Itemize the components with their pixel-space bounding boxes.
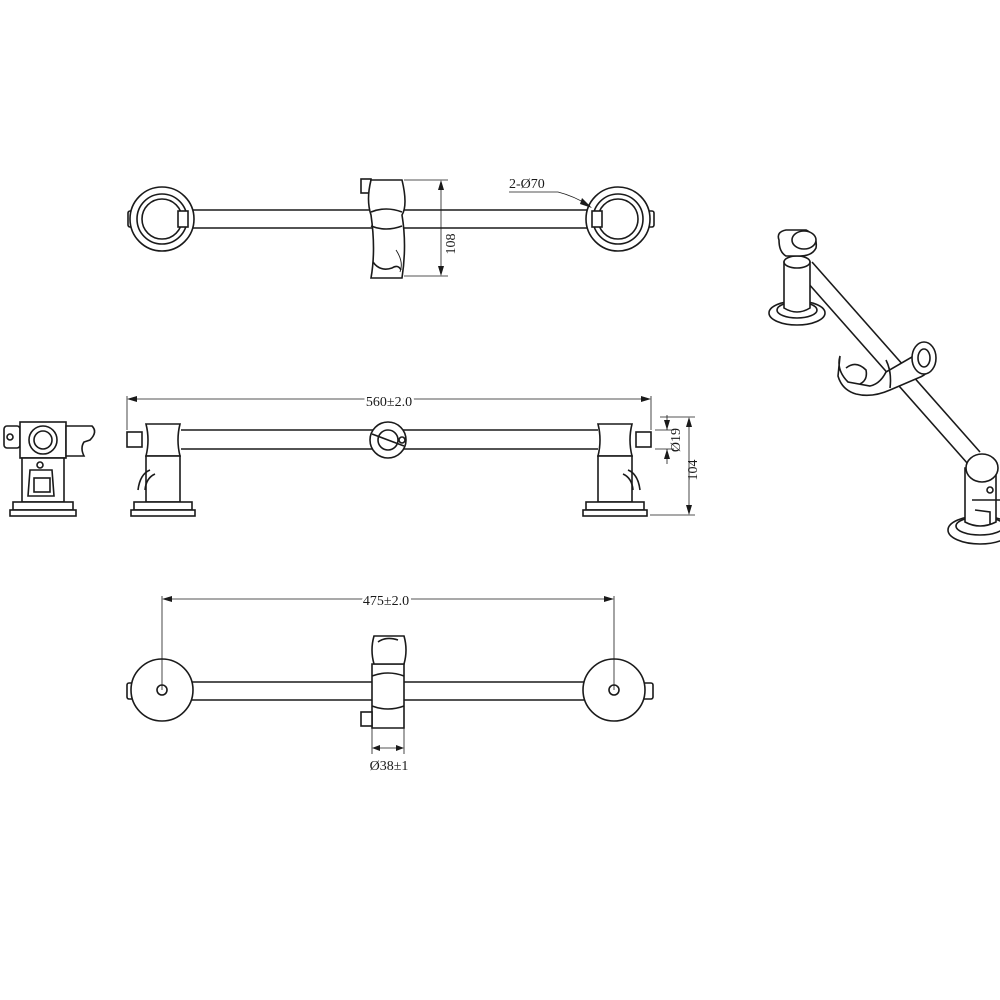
top-view: 108 2-Ø70 bbox=[127, 177, 655, 279]
bottom-view-slider bbox=[360, 635, 407, 729]
bottom-view: 475±2.0 Ø38±1 bbox=[126, 592, 654, 774]
dim-label-108: 108 bbox=[444, 234, 459, 255]
top-view-right-bracket bbox=[585, 186, 655, 252]
front-view-slider bbox=[369, 421, 407, 459]
dim-slider-height: 108 bbox=[404, 179, 459, 277]
dim-flange-diameter: 2-Ø70 bbox=[509, 177, 592, 208]
side-view bbox=[3, 421, 96, 517]
dim-label-2-o70: 2-Ø70 bbox=[509, 177, 545, 192]
dim-tube-diameter: Ø19 bbox=[655, 415, 684, 464]
dim-label-475: 475±2.0 bbox=[363, 594, 409, 609]
iso-lower-bracket bbox=[947, 453, 1000, 545]
dim-label-o38: Ø38±1 bbox=[370, 759, 409, 774]
isometric-view bbox=[768, 229, 1000, 545]
dim-label-104: 104 bbox=[686, 460, 701, 481]
dim-label-560: 560±2.0 bbox=[366, 395, 412, 410]
dim-overall-length: 560±2.0 bbox=[126, 393, 652, 430]
front-view: 560±2.0 Ø19 104 bbox=[126, 393, 701, 517]
top-view-slider bbox=[360, 178, 406, 279]
dim-label-o19: Ø19 bbox=[669, 428, 684, 452]
dim-projection: 104 bbox=[650, 416, 701, 516]
iso-upper-bracket bbox=[768, 229, 826, 326]
top-view-left-bracket bbox=[127, 186, 195, 252]
iso-slider bbox=[837, 341, 937, 397]
dim-center-distance: 475±2.0 bbox=[161, 592, 615, 690]
dim-slider-diameter: Ø38±1 bbox=[370, 728, 409, 774]
bottom-view-right-bracket bbox=[582, 658, 654, 722]
bottom-view-left-bracket bbox=[126, 658, 194, 722]
front-view-right-bracket bbox=[582, 423, 652, 517]
front-view-left-bracket bbox=[130, 423, 196, 517]
